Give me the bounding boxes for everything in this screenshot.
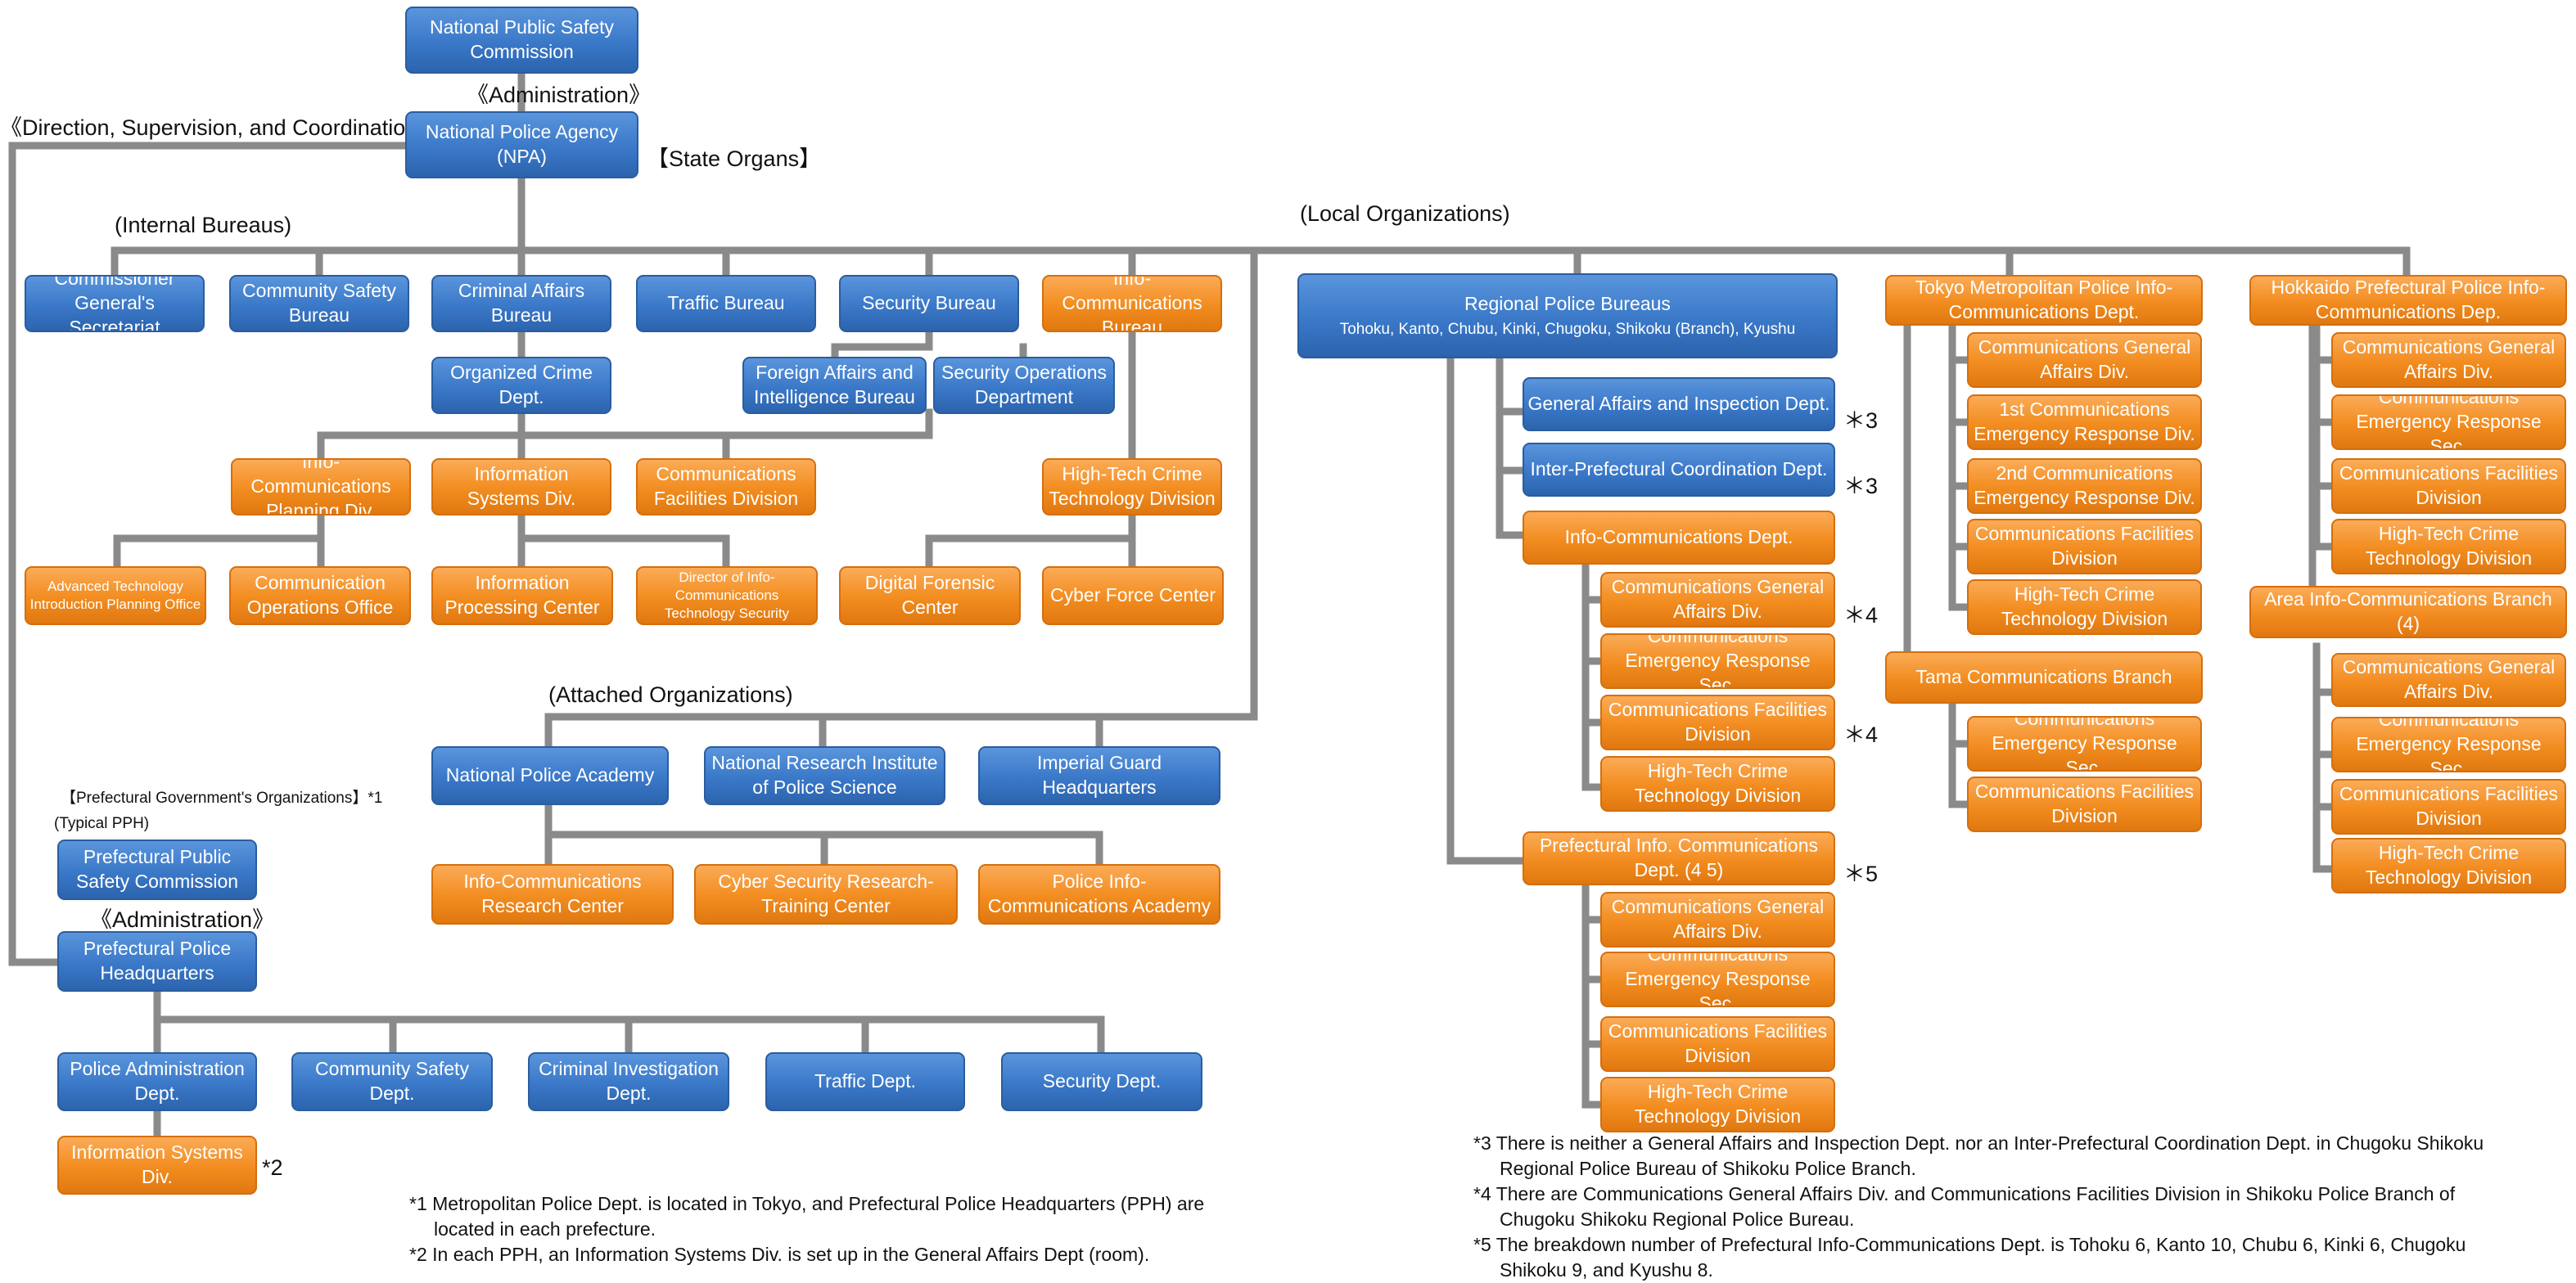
node-criminal-affairs-bureau: Criminal Affairs Bureau (431, 275, 611, 332)
node-general-affairs-inspection: General Affairs and Inspection Dept. (1523, 377, 1835, 431)
footnote-3-line-b: Regional Police Bureau of Shikoku Police… (1500, 1158, 1916, 1180)
footnote-3-5: *3 There is neither a General Affairs an… (1473, 1131, 2570, 1283)
node-ic-research: Info-Communications Research Center (431, 864, 674, 925)
footnote-3-line-a: *3 There is neither a General Affairs an… (1473, 1132, 2484, 1154)
node-regional-ic-dept: Info-Communications Dept. (1523, 511, 1835, 565)
node-npsc: National Public Safety Commission (405, 7, 638, 74)
node-community-safety-dept: Community Safety Dept. (291, 1052, 493, 1111)
footnote-4-line-b: Chugoku Shikoku Regional Police Bureau. (1500, 1209, 1855, 1231)
node-area-branch: Area Info-Communications Branch (4) (2249, 586, 2567, 638)
node-police-ic-academy: Police Info-Communications Academy (978, 864, 1220, 925)
node-adv-tech: Advanced Technology Introduction Plannin… (25, 566, 206, 625)
node-pref-ic-dept: Prefectural Info. Communications Dept. (… (1523, 831, 1835, 885)
node-h-comm-emergency: Communications Emergency Response Sec. (2331, 394, 2566, 450)
node-a-comm-emergency: Communications Emergency Response Sec. (2331, 717, 2566, 772)
node-tama-emergency: Communications Emergency Response Sec. (1967, 716, 2202, 772)
node-hokkaido-ic: Hokkaido Prefectural Police Info-Communi… (2249, 275, 2567, 326)
node-hightech-div: High-Tech Crime Technology Division (1042, 458, 1222, 515)
node-comm-ops: Communication Operations Office (229, 566, 411, 625)
node-cyber-force: Cyber Force Center (1042, 566, 1224, 625)
label-mark-5: ＊5 (1843, 862, 1879, 886)
label-local-organizations: (Local Organizations) (1300, 201, 1510, 226)
node-security-dept: Security Dept. (1001, 1052, 1202, 1111)
label-mark-4a: ＊4 (1843, 603, 1879, 628)
footnote-1-line-b: located in each prefecture. (434, 1218, 656, 1240)
node-t-comm-general: Communications General Affairs Div. (1967, 332, 2202, 388)
node-pph: Prefectural Police Headquarters (57, 931, 257, 992)
label-administration-top: 《Administration》 (467, 83, 652, 107)
node-t-second: 2nd Communications Emergency Response Di… (1967, 458, 2202, 514)
node-police-academy: National Police Academy (431, 746, 669, 805)
node-p-hightech: High-Tech Crime Technology Division (1600, 1077, 1835, 1132)
node-digital-forensic: Digital Forensic Center (839, 566, 1021, 625)
node-tama-facilities: Communications Facilities Division (1967, 777, 2202, 832)
regional-title: Regional Police Bureaus (1464, 292, 1671, 314)
node-t-first: 1st Communications Emergency Response Di… (1967, 394, 2202, 450)
node-comm-facilities-div: Communications Facilities Division (636, 458, 816, 515)
node-organized-crime: Organized Crime Dept. (431, 357, 611, 414)
node-traffic-dept: Traffic Dept. (765, 1052, 965, 1111)
node-pph-info-systems: Information Systems Div. (57, 1136, 257, 1195)
label-administration-pref: 《Administration》 (90, 907, 275, 932)
label-mark-2: *2 (262, 1155, 283, 1180)
node-h-hightech: High-Tech Crime Technology Division (2331, 519, 2566, 574)
node-police-admin: Police Administration Dept. (57, 1052, 257, 1111)
label-mark-4b: ＊4 (1843, 723, 1879, 747)
node-a-comm-general: Communications General Affairs Div. (2331, 653, 2566, 707)
node-director-ic-security: Director of Info-Communications Technolo… (636, 566, 818, 625)
node-r-hightech: High-Tech Crime Technology Division (1600, 756, 1835, 812)
label-attached-organizations: (Attached Organizations) (548, 682, 793, 707)
node-h-comm-general: Communications General Affairs Div. (2331, 332, 2566, 388)
footnote-2: *2 In each PPH, an Information Systems D… (409, 1244, 1150, 1266)
node-commissioner: Commissioner General's Secretariat (25, 275, 205, 332)
label-typical-pph: (Typical PPH) (54, 815, 150, 832)
node-npa: National Police Agency (NPA) (405, 111, 638, 178)
node-security-bureau: Security Bureau (839, 275, 1019, 332)
label-state-organs: 【State Organs】 (647, 146, 822, 171)
node-tokyo-ic: Tokyo Metropolitan Police Info-Communica… (1885, 275, 2203, 326)
node-regional-bureaus: Regional Police Bureaus Tohoku, Kanto, C… (1297, 273, 1838, 358)
footnote-1-line-a: *1 Metropolitan Police Dept. is located … (409, 1193, 1205, 1214)
node-criminal-investigation: Criminal Investigation Dept. (528, 1052, 729, 1111)
footnote-5-line-a: *5 The breakdown number of Prefectural I… (1473, 1234, 2466, 1256)
node-r-comm-general: Communications General Affairs Div. (1600, 572, 1835, 628)
node-security-operations: Security Operations Department (933, 357, 1115, 414)
label-mark-3b: ＊3 (1843, 474, 1879, 498)
regional-subtitle: Tohoku, Kanto, Chubu, Kinki, Chugoku, Sh… (1339, 320, 1796, 338)
node-p-comm-general: Communications General Affairs Div. (1600, 892, 1835, 948)
node-a-facilities: Communications Facilities Division (2331, 779, 2566, 835)
node-foreign-affairs: Foreign Affairs and Intelligence Bureau (742, 357, 927, 414)
node-info-processing: Information Processing Center (431, 566, 613, 625)
node-r-comm-facilities: Communications Facilities Division (1600, 695, 1835, 750)
node-ic-planning: Info-Communications Planning Div. (231, 458, 411, 515)
node-traffic-bureau: Traffic Bureau (636, 275, 816, 332)
node-info-systems-div: Information Systems Div. (431, 458, 611, 515)
node-ppsc: Prefectural Public Safety Commission (57, 840, 257, 900)
node-p-comm-emergency: Communications Emergency Response Sec. (1600, 952, 1835, 1007)
node-cyber-security-training: Cyber Security Research-Training Center (694, 864, 958, 925)
node-t-hightech: High-Tech Crime Technology Division (1967, 579, 2202, 635)
node-community-safety-bureau: Community Safety Bureau (229, 275, 409, 332)
node-imperial-guard: Imperial Guard Headquarters (978, 746, 1220, 805)
label-prefectural-gov: 【Prefectural Government's Organizations】… (61, 790, 383, 807)
node-t-facilities: Communications Facilities Division (1967, 519, 2202, 574)
node-inter-prefectural: Inter-Prefectural Coordination Dept. (1523, 443, 1835, 497)
node-tama: Tama Communications Branch (1885, 651, 2203, 704)
node-a-hightech: High-Tech Crime Technology Division (2331, 838, 2566, 894)
node-info-comm-bureau: Info-Communications Bureau (1042, 275, 1222, 332)
node-p-comm-facilities: Communications Facilities Division (1600, 1016, 1835, 1072)
label-mark-3a: ＊3 (1843, 408, 1879, 433)
node-r-comm-emergency: Communications Emergency Response Sec. (1600, 633, 1835, 689)
label-direction: 《Direction, Supervision, and Coordinatio… (0, 115, 440, 140)
footnote-1: *1 Metropolitan Police Dept. is located … (409, 1191, 1310, 1267)
node-nrips: National Research Institute of Police Sc… (704, 746, 945, 805)
label-internal-bureaus: (Internal Bureaus) (115, 213, 292, 237)
node-h-facilities: Communications Facilities Division (2331, 458, 2566, 514)
footnote-4-line-a: *4 There are Communications General Affa… (1473, 1183, 2456, 1205)
